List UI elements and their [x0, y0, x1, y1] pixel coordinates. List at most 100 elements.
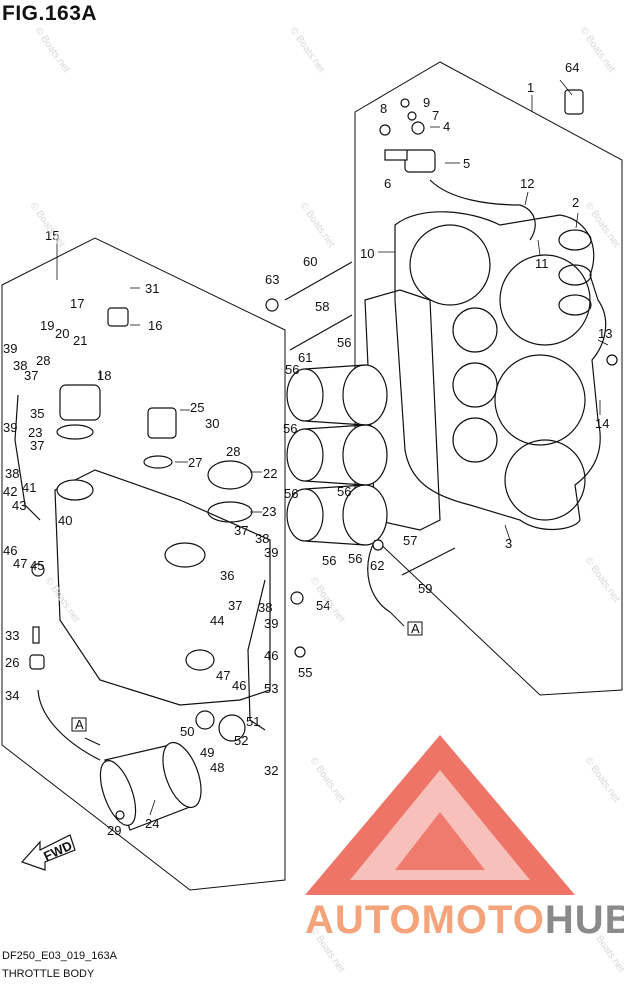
svg-text:© Boats.net: © Boats.net: [308, 755, 347, 804]
wordmark-part2: HUB: [544, 898, 624, 942]
callout-58: 58: [315, 299, 329, 314]
callout-38c: 38: [255, 531, 269, 546]
connector-64: [564, 89, 584, 115]
callout-29: 29: [107, 823, 121, 838]
intake-funnels-56: [286, 364, 388, 546]
ref-a-left: A: [75, 717, 84, 732]
wordmark-part1: AUTOMOTO: [305, 898, 545, 942]
callout-30: 30: [205, 416, 219, 431]
callout-16: 16: [148, 318, 162, 333]
callout-22: 22: [263, 466, 277, 481]
callout-56b: 56: [285, 362, 299, 377]
callout-7: 7: [432, 108, 439, 123]
callout-37d: 37: [228, 598, 242, 613]
callout-59: 59: [418, 581, 432, 596]
callout-47b: 47: [216, 668, 230, 683]
gasket-2: [558, 229, 592, 316]
isc-valve-18: [56, 384, 101, 440]
callout-3: 3: [505, 536, 512, 551]
callout-48: 48: [210, 760, 224, 775]
fwd-arrow: FWD: [20, 834, 76, 871]
callout-34: 34: [5, 688, 19, 703]
ref-box-left: A: [71, 717, 101, 746]
silencer-24: [99, 741, 202, 831]
ref-a-right: A: [411, 621, 420, 636]
callout-43: 43: [12, 498, 26, 513]
callout-63: 63: [265, 272, 279, 287]
link-rod-right: [247, 579, 266, 731]
ref-box-right: A: [389, 611, 423, 636]
callout-2: 2: [572, 195, 579, 210]
callout-61: 61: [298, 350, 312, 365]
figure-code: DF250_E03_019_163A: [2, 950, 117, 962]
callout-28b: 28: [36, 353, 50, 368]
svg-text:© Boats.net: © Boats.net: [308, 575, 347, 624]
callout-8: 8: [380, 101, 387, 116]
hose-34: [37, 689, 101, 761]
callout-11: 11: [535, 256, 549, 271]
figure-caption: THROTTLE BODY: [2, 968, 95, 980]
callout-1: 1: [527, 80, 534, 95]
automotohub-logo: [305, 735, 575, 895]
callout-39b: 39: [3, 420, 17, 435]
callout-37: 37: [24, 368, 38, 383]
figure-title: FIG.163A: [2, 2, 98, 25]
lever-48: [218, 714, 246, 742]
callout-5: 5: [463, 156, 470, 171]
svg-text:© Boats.net: © Boats.net: [583, 200, 622, 249]
callout-39: 39: [3, 341, 17, 356]
callout-15: 15: [45, 228, 59, 243]
callout-56g: 56: [348, 551, 362, 566]
callout-10: 10: [360, 246, 374, 261]
callout-6: 6: [384, 176, 391, 191]
svg-text:© Boats.net: © Boats.net: [43, 575, 82, 624]
callout-37b: 37: [30, 438, 44, 453]
callout-14: 14: [595, 416, 609, 431]
callout-56e: 56: [284, 486, 298, 501]
nut-55: [294, 646, 306, 658]
callout-56f: 56: [322, 553, 336, 568]
callout-42: 42: [3, 484, 17, 499]
callout-46: 46: [3, 543, 17, 558]
callout-17: 17: [70, 296, 84, 311]
callout-45: 45: [30, 558, 44, 573]
callout-37c: 37: [234, 523, 248, 538]
callout-27: 27: [188, 455, 202, 470]
bolt-54: [290, 591, 304, 605]
callout-4: 4: [443, 119, 450, 134]
callout-44: 44: [210, 613, 224, 628]
callouts: 1 2 3 4 5 6 7 8 9 10 11 12 13 14 15 16 1…: [3, 60, 612, 838]
callout-62: 62: [370, 558, 384, 573]
callout-38: 38: [13, 358, 27, 373]
spring-49: [195, 710, 215, 730]
bolt-29: [115, 810, 125, 820]
callout-36: 36: [220, 568, 234, 583]
stud-58: [289, 314, 353, 351]
callout-52: 52: [234, 733, 248, 748]
callout-50: 50: [180, 724, 194, 739]
callout-23b: 23: [262, 504, 276, 519]
callout-25: 25: [190, 400, 204, 415]
gasket-23: [207, 501, 253, 523]
callout-38b: 38: [5, 466, 19, 481]
svg-text:© Boats.net: © Boats.net: [288, 25, 327, 74]
nut-9: [400, 98, 410, 108]
leader-lines: [56, 79, 609, 816]
automotohub-wordmark: AUTOMOTOHUB: [305, 898, 624, 943]
link-rod-left: [14, 394, 41, 521]
callout-12: 12: [520, 176, 534, 191]
callout-56: 56: [337, 335, 351, 350]
callout-13: 13: [598, 326, 612, 341]
callout-9: 9: [423, 95, 430, 110]
svg-text:© Boats.net: © Boats.net: [298, 200, 337, 249]
cap-26: [29, 654, 45, 670]
callout-20: 20: [55, 326, 69, 341]
callout-41: 41: [22, 480, 36, 495]
callout-56c: 56: [283, 421, 297, 436]
callout-46c: 46: [264, 648, 278, 663]
svg-text:© Boats.net: © Boats.net: [583, 755, 622, 804]
callout-49: 49: [200, 745, 214, 760]
callout-26: 26: [5, 655, 19, 670]
callout-32: 32: [264, 763, 278, 778]
